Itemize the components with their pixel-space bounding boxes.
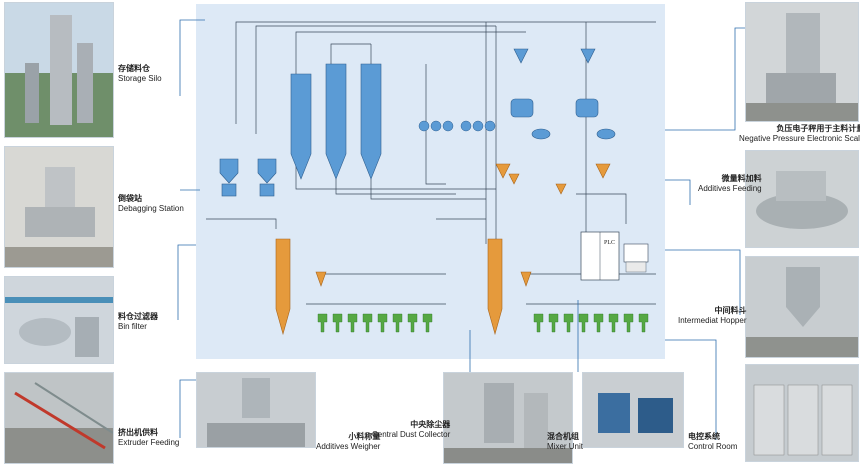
caption-bin-filter: 料仓过滤器 Bin filter [118, 312, 158, 331]
control-room-photo [745, 364, 859, 462]
caption-extruder-feeding: 挤出机供料 Extruder Feeding [118, 428, 180, 447]
leader-control-room [665, 339, 717, 440]
debagging-units [219, 158, 277, 197]
leader-scale [665, 27, 745, 131]
process-diagram-svg: PLC [206, 21, 656, 336]
negative-pressure-scale-photo [745, 2, 859, 122]
extruder-feeders [317, 313, 649, 333]
caption-storage-silo: 存储料仓 Storage Silo [118, 64, 162, 83]
plc-label: PLC [604, 240, 615, 246]
caption-control-room: 电控系统 Control Room [688, 432, 738, 451]
central-dust-collector-photo [443, 372, 573, 464]
storage-silos [290, 63, 382, 180]
caption-central-dust-collector: 中央除尘器 Central Dust Collector [372, 420, 451, 439]
caption-additives-weigher: 小料称量 Additives Weigher [316, 432, 381, 451]
mixer-unit-photo [582, 372, 684, 448]
caption-negative-pressure-scale: 负压电子秤用于主料计量 Negative Pressure Electronic… [739, 124, 860, 143]
caption-debagging-station: 倒袋站 Debagging Station [118, 194, 184, 213]
process-flow-diagram: PLC [196, 4, 665, 359]
caption-intermediate-hopper: 中间料斗 Intermediat Hopper [678, 306, 747, 325]
silo-1 [290, 73, 312, 180]
plc-cabinet: PLC [580, 231, 649, 281]
extruder-feeding-photo [4, 372, 114, 464]
bin-filter-photo [4, 276, 114, 364]
leader-hopper [665, 249, 741, 315]
leader-bin-filter [177, 244, 196, 320]
additives-feeding-photo [745, 150, 859, 248]
silo-3 [360, 63, 382, 180]
additive-hoppers [418, 120, 496, 132]
caption-additives-feeding: 微量料加料 Additives Feeding [698, 174, 762, 193]
additives-weigher-photo [196, 372, 316, 448]
intermediate-hoppers [495, 163, 611, 195]
silo-2 [325, 63, 347, 180]
caption-mixer-unit: 混合机组 Mixer Unit [547, 432, 584, 451]
scale-and-mixer-units [510, 48, 616, 140]
leader-extruder-feeding [179, 379, 196, 438]
buffer-bins [275, 238, 532, 336]
storage-silo-photo [4, 2, 114, 138]
debagging-station-photo [4, 146, 114, 268]
leader-additives-feeding [665, 179, 691, 205]
leader-storage-silo [179, 19, 205, 96]
intermediate-hopper-photo [745, 256, 859, 358]
